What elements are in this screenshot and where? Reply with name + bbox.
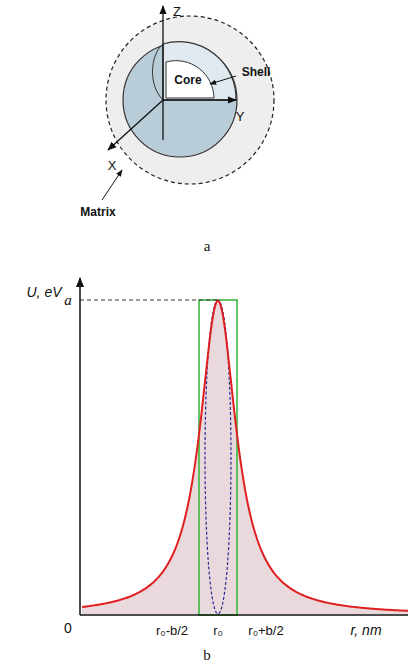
x-axis [108, 100, 163, 150]
leader-line [210, 76, 236, 84]
y-axis [163, 99, 236, 100]
tick-label: 0 [64, 621, 72, 635]
axis-title: U, eV [26, 285, 61, 299]
level-value: a [64, 293, 72, 308]
axis-label: Y [236, 110, 245, 123]
curve-area [82, 301, 408, 614]
tick-label: r₀+b/2 [248, 624, 283, 637]
subfigure-caption: a [204, 239, 211, 254]
u-axis [79, 278, 81, 615]
core-section [166, 61, 214, 98]
part-name: Core [174, 74, 201, 86]
part-name: Matrix [80, 206, 115, 218]
axis-label: Z [173, 5, 181, 18]
matrix-region [106, 16, 274, 184]
potential-curve [82, 301, 408, 611]
r-axis [80, 614, 408, 616]
shell-section [163, 42, 236, 100]
z-axis [162, 6, 163, 140]
rect-barrier [199, 300, 237, 615]
shell-edge [152, 44, 163, 100]
axis-title: r, nm [350, 623, 381, 637]
subfigure-caption: b [203, 648, 211, 663]
level-line [80, 300, 218, 301]
tick-label: r₀-b/2 [156, 624, 188, 637]
axis-label: X [108, 159, 117, 172]
part-name: Shell [242, 66, 271, 78]
leader-line [102, 170, 122, 200]
tick-label: r₀ [213, 624, 223, 637]
